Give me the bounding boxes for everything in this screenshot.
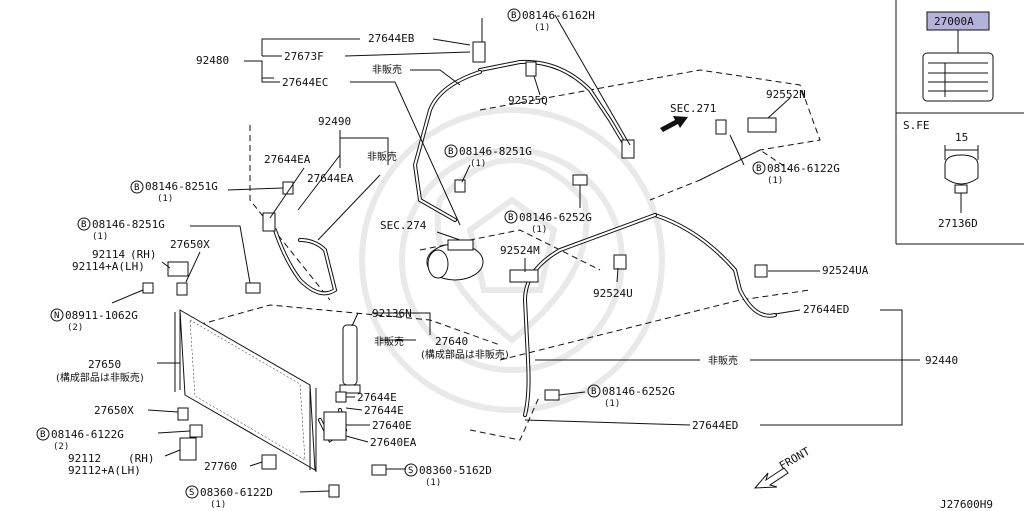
compressor bbox=[426, 239, 484, 281]
part-labels: 92480 27673F 27644EB 27644EC 08146-6162H… bbox=[51, 9, 958, 510]
label-sec274: SEC.274 bbox=[380, 219, 427, 232]
label-92552N: 92552N bbox=[766, 88, 806, 101]
label-bolt-8251G-c: 08146-8251G bbox=[92, 218, 165, 231]
label-bolt-6122G-b: 08146-6122G bbox=[51, 428, 124, 441]
label-92112A: 92112+A(LH) bbox=[68, 464, 141, 477]
label-bolt-8251G-b: 08146-8251G bbox=[145, 180, 218, 193]
svg-text:S: S bbox=[189, 488, 194, 498]
label-92114: 92114 bbox=[92, 248, 125, 261]
label-27650: 27650 bbox=[88, 358, 121, 371]
label-27644ED-1: 27644ED bbox=[803, 303, 849, 316]
legend-sfe-label: S.FE bbox=[903, 119, 930, 132]
label-92136N: 92136N bbox=[372, 307, 412, 320]
label-92524UA: 92524UA bbox=[822, 264, 869, 277]
legend-box: 27000A S.FE 15 27136D bbox=[895, 0, 1024, 245]
label-27640EA: 27640EA bbox=[370, 436, 417, 449]
qty-6122G-a: (1) bbox=[767, 176, 783, 186]
note-27640: (構成部品は非販売) bbox=[421, 348, 509, 361]
label-27640: 27640 bbox=[435, 335, 468, 348]
svg-text:N: N bbox=[54, 311, 59, 321]
label-27673F: 27673F bbox=[284, 50, 324, 63]
label-27640E: 27640E bbox=[372, 419, 412, 432]
label-92440: 92440 bbox=[925, 354, 958, 367]
sec271-arrow bbox=[660, 116, 688, 132]
label-27650X-1: 27650X bbox=[170, 238, 210, 251]
label-27644EA-2: 27644EA bbox=[307, 172, 354, 185]
qty-6122G-b: (2) bbox=[53, 442, 69, 452]
label-bolt-6162H: 08146-6162H bbox=[522, 9, 595, 22]
svg-text:B: B bbox=[756, 164, 761, 174]
nonsale-2: 非販売 bbox=[367, 150, 397, 163]
svg-text:S: S bbox=[408, 466, 413, 476]
svg-text:B: B bbox=[40, 430, 45, 440]
qty-1062G: (2) bbox=[67, 323, 83, 333]
label-screw-6122D: 08360-6122D bbox=[200, 486, 273, 499]
note-27650: (構成部品は非販売) bbox=[56, 371, 144, 384]
label-92112: 92112 bbox=[68, 452, 101, 465]
nonsale-4: 非販売 bbox=[708, 354, 738, 367]
svg-text:B: B bbox=[134, 183, 139, 193]
svg-text:B: B bbox=[511, 11, 516, 21]
qty-8251G-c: (1) bbox=[92, 232, 108, 242]
fittings bbox=[142, 41, 777, 498]
legend-part-number: 27000A bbox=[934, 15, 974, 28]
label-screw-5162D: 08360-5162D bbox=[419, 464, 492, 477]
label-27644EB: 27644EB bbox=[368, 32, 415, 45]
prefix-markers: B B B B B B N B B S S bbox=[36, 8, 766, 499]
label-bolt-6252G-b: 08146-6252G bbox=[602, 385, 675, 398]
svg-text:B: B bbox=[508, 213, 513, 223]
label-27650X-2: 27650X bbox=[94, 404, 134, 417]
legend-dimension: 15 bbox=[955, 131, 968, 144]
label-bolt-6252G-a: 08146-6252G bbox=[519, 211, 592, 224]
label-27644E-2: 27644E bbox=[364, 404, 404, 417]
label-sec271: SEC.271 bbox=[670, 102, 716, 115]
nonsale-3: 非販売 bbox=[374, 335, 404, 348]
diagram-id: J27600H9 bbox=[940, 498, 993, 511]
label-27644EC: 27644EC bbox=[282, 76, 328, 89]
label-27644ED-2: 27644ED bbox=[692, 419, 738, 432]
label-rh-2: (RH) bbox=[128, 452, 155, 465]
label-27644EA-1: 27644EA bbox=[264, 153, 311, 166]
label-92480: 92480 bbox=[196, 54, 229, 67]
label-92490: 92490 bbox=[318, 115, 351, 128]
legend-part-drawing bbox=[944, 154, 979, 185]
front-label: FRONT bbox=[777, 445, 813, 473]
label-rh-1: (RH) bbox=[130, 248, 157, 261]
label-27644E-1: 27644E bbox=[357, 391, 397, 404]
qty-5162D: (1) bbox=[425, 478, 441, 488]
receiver-drier bbox=[339, 324, 361, 394]
legend-part-number-2: 27136D bbox=[938, 217, 978, 230]
label-nut-1062G: 08911-1062G bbox=[65, 309, 138, 322]
qty-6252G-b: (1) bbox=[604, 399, 620, 409]
qty-8251G-a: (1) bbox=[470, 159, 486, 169]
qty-6162H: (1) bbox=[534, 23, 550, 33]
front-arrow: FRONT bbox=[753, 445, 813, 489]
label-92114A: 92114+A(LH) bbox=[72, 260, 145, 273]
label-92525Q: 92525Q bbox=[508, 94, 548, 107]
svg-text:B: B bbox=[81, 220, 86, 230]
svg-text:B: B bbox=[448, 147, 453, 157]
label-92524M: 92524M bbox=[500, 244, 540, 257]
svg-text:B: B bbox=[591, 387, 596, 397]
dashed-outlines bbox=[179, 69, 821, 441]
label-bolt-6122G-a: 08146-6122G bbox=[767, 162, 840, 175]
qty-8251G-b: (1) bbox=[157, 194, 173, 204]
nonsale-1: 非販売 bbox=[372, 63, 402, 76]
leader-lines bbox=[111, 14, 920, 493]
condenser bbox=[174, 309, 317, 472]
label-bolt-8251G-a: 08146-8251G bbox=[459, 145, 532, 158]
label-27760: 27760 bbox=[204, 460, 237, 473]
qty-6252G-a: (1) bbox=[531, 225, 547, 235]
qty-6122D: (1) bbox=[210, 500, 226, 510]
label-sticker bbox=[922, 52, 994, 102]
label-92524U: 92524U bbox=[593, 287, 633, 300]
